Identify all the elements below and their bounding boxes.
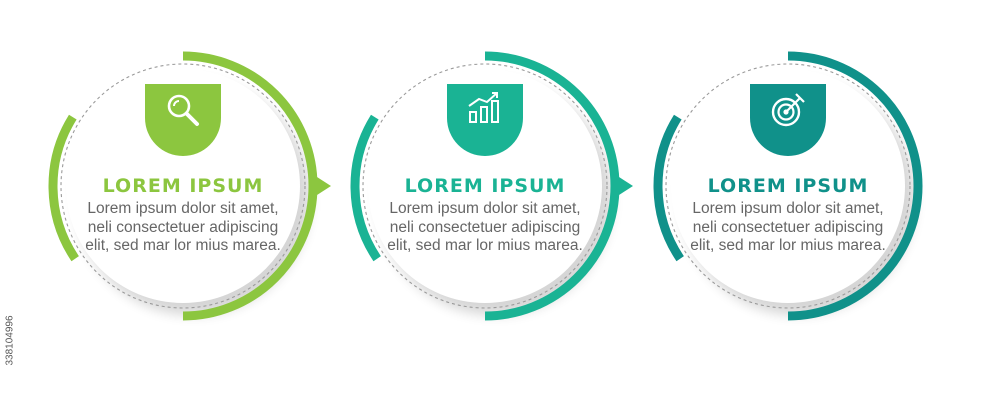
dashed-ring <box>60 63 306 309</box>
left-arc <box>653 114 684 262</box>
progress-arc <box>182 51 318 321</box>
bar-chart-icon <box>468 92 499 123</box>
progress-arc <box>787 51 923 321</box>
connector-arrow <box>317 177 331 195</box>
shield-badge <box>447 84 523 156</box>
dashed-ring <box>362 63 608 309</box>
shield-badge <box>145 84 221 156</box>
step-body: Lorem ipsum dolor sit amet, neli consect… <box>85 200 281 254</box>
dashed-ring <box>665 63 911 309</box>
step-body: Lorem ipsum dolor sit amet, neli consect… <box>690 200 886 254</box>
magnifier-icon <box>167 94 199 126</box>
left-arc <box>48 114 79 262</box>
step-title: LOREM IPSUM <box>102 175 264 197</box>
left-arc <box>350 114 381 262</box>
step-disc <box>66 69 300 303</box>
step-body: Lorem ipsum dolor sit amet, neli consect… <box>387 200 583 254</box>
step-disc <box>671 69 905 303</box>
step-title: LOREM IPSUM <box>404 175 566 197</box>
progress-arc <box>484 51 620 321</box>
step-disc <box>368 69 602 303</box>
connector-arrow <box>619 177 633 195</box>
step-title: LOREM IPSUM <box>707 175 869 197</box>
stock-id-label: 338104996 <box>4 315 16 366</box>
target-icon <box>771 93 805 127</box>
